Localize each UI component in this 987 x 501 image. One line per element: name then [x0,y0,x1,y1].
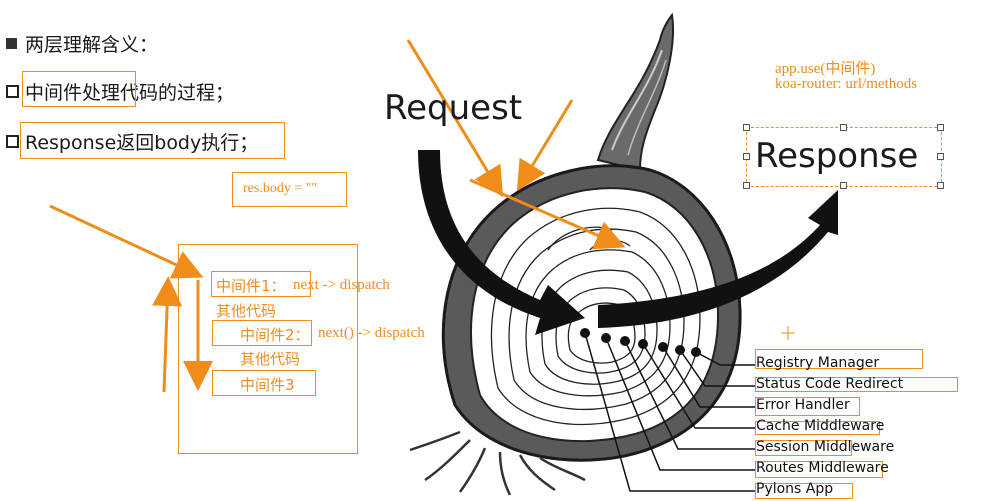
layer-box [755,461,883,478]
mw3-label: 中间件3 [240,376,295,394]
resize-handle[interactable] [937,124,944,131]
mw1-label: 中间件1： [216,277,286,295]
response-arrow [598,190,838,328]
mw2-next: next() -> dispatch [318,325,425,341]
bullet-text: 中间件处理代码的过程； [25,82,235,104]
resize-handle[interactable] [937,182,944,189]
bullet-heading: 两层理解含义： [6,30,158,57]
layer-box [755,440,852,456]
bullet-text: Response返回body执行； [25,132,259,154]
resize-handle[interactable] [840,124,847,131]
layer-pylons-app: Pylons App [756,481,834,497]
layer-dots [580,328,701,357]
onion-roots [409,430,586,496]
hollow-square-icon [6,85,19,98]
request-label: Request [384,88,523,128]
resize-handle[interactable] [743,124,750,131]
mw2-box [212,320,312,346]
resize-handle[interactable] [743,153,750,160]
koa-router-note: koa-router: url/methods [775,76,918,92]
hollow-square-icon [6,135,19,148]
annotation-arrows [49,39,626,393]
layer-session-middleware: Session Middleware [756,439,895,455]
highlight-box [20,122,285,159]
resize-handle[interactable] [743,182,750,189]
bullet-item-1: 中间件处理代码的过程； [6,78,234,105]
layer-registry-manager: Registry Manager [756,355,880,371]
resize-handle[interactable] [937,153,944,160]
mw1-next: next -> dispatch [293,277,390,293]
layer-box [755,349,923,369]
highlight-box [22,71,136,107]
mw1-box [211,271,311,297]
res-body-note-box [232,172,347,207]
response-label: Response [755,136,919,176]
bullet-text: 两层理解含义： [25,34,159,56]
layer-cache-middleware: Cache Middleware [756,418,885,434]
layer-status-code-redirect: Status Code Redirect [756,376,904,392]
layer-error-handler: Error Handler [756,397,850,413]
app-use-note: app.use(中间件) [775,61,876,77]
other-code-1: 其他代码 [216,302,277,320]
onion-stalk [596,12,675,172]
layer-box [755,421,880,435]
layer-box [755,397,860,416]
layer-box [755,377,958,392]
middleware-flow-box [178,244,358,454]
layer-routes-middleware: Routes Middleware [756,460,889,476]
layer-box [755,483,853,499]
filled-square-icon [6,38,17,49]
layer-leader-lines [584,332,756,492]
resize-handle[interactable] [840,182,847,189]
cursor-cross-icon [781,326,795,340]
bullet-item-2: Response返回body执行； [6,128,258,155]
other-code-2: 其他代码 [240,350,301,368]
res-body-note: res.body = "" [243,181,318,196]
request-arrow [418,150,585,335]
mw2-label: 中间件2： [240,326,310,344]
